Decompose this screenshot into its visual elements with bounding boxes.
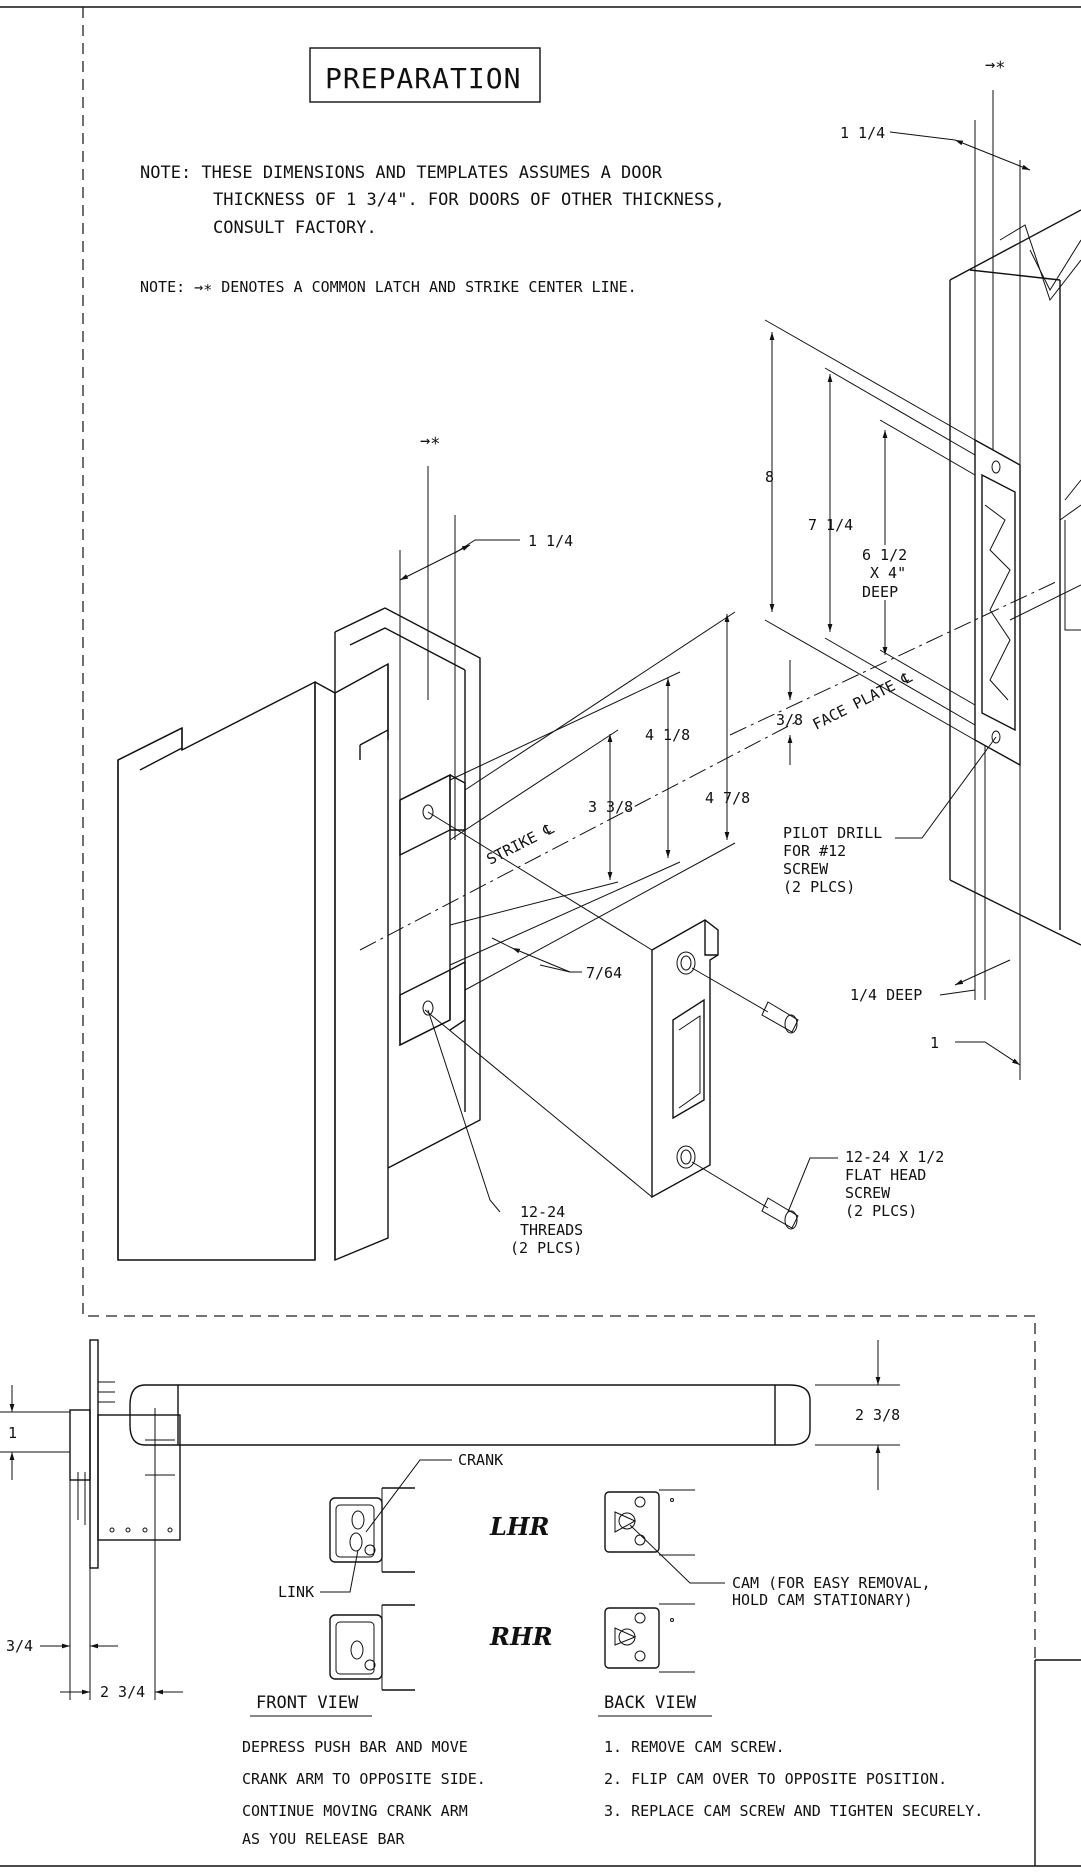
lhr-label: LHR	[489, 1512, 550, 1541]
pocket-label-1: 6 1/2	[862, 546, 907, 564]
door-deep-label: 1/4 DEEP	[850, 986, 922, 1004]
door-dim-3-8: 3/8	[776, 711, 803, 729]
pocket-label-3: DEEP	[862, 583, 898, 601]
back-instruction-3: 3. REPLACE CAM SCREW AND TIGHTEN SECUREL…	[604, 1802, 983, 1820]
back-instruction-2: 2. FLIP CAM OVER TO OPPOSITE POSITION.	[604, 1770, 947, 1788]
front-view-title: FRONT VIEW	[256, 1693, 359, 1713]
face-plate-centerline-label: FACE PLATE ℄	[810, 668, 916, 734]
note-1-line-3: CONSULT FACTORY.	[213, 218, 377, 238]
cam-label-1: CAM (FOR EASY REMOVAL,	[732, 1574, 931, 1592]
frame-dim-4-1-8: 4 1/8	[645, 726, 690, 744]
mounting-plate	[89, 1339, 99, 1569]
threads-label-1: 12-24	[520, 1203, 565, 1221]
preparation-title: PREPARATION	[325, 62, 521, 95]
device-dim-2-3-4: 2 3/4	[100, 1683, 145, 1701]
device-dim-3-4: 3/4	[6, 1637, 33, 1655]
front-view-rhr-icon	[329, 1604, 415, 1691]
door-dim-7-1-4: 7 1/4	[808, 516, 853, 534]
frame-dim-3-3-8: 3 3/8	[588, 798, 633, 816]
back-view-title: BACK VIEW	[604, 1693, 697, 1713]
pilot-label-3: SCREW	[783, 860, 829, 878]
note-1-line-2: THICKNESS OF 1 3/4". FOR DOORS OF OTHER …	[213, 190, 725, 210]
front-instruction-4: AS YOU RELEASE BAR	[242, 1830, 406, 1848]
strike-centerline-label: STRIKE ℄	[484, 819, 557, 868]
door-dim-1: 1	[930, 1034, 939, 1052]
centerline-symbol-frame: →∗	[420, 431, 440, 451]
screw-label-4: (2 PLCS)	[845, 1202, 917, 1220]
screw-icon-bottom	[691, 1161, 799, 1230]
back-view-cam-icon-bottom	[604, 1603, 695, 1673]
cam-label-2: HOLD CAM STATIONARY)	[732, 1591, 913, 1609]
exit-device-view: 2 3/8 1 3/4 2 3/4 CRANK LINK LHR	[0, 1339, 983, 1848]
threads-label-2: THREADS	[520, 1221, 583, 1239]
back-instruction-1: 1. REMOVE CAM SCREW.	[604, 1738, 785, 1756]
door-edge-view: →∗ 1 1/4 8 7 1/4	[729, 55, 1081, 1080]
device-dim-1: 1	[8, 1424, 17, 1442]
title-box	[309, 47, 541, 103]
threads-label-3: (2 PLCS)	[510, 1239, 582, 1257]
pocket-label-2: X 4"	[870, 564, 906, 582]
screw-icon-top	[691, 967, 799, 1034]
centerline-symbol-door: →∗	[985, 55, 1005, 75]
back-view-cam-icon-top	[604, 1489, 695, 1556]
crank-label: CRANK	[458, 1451, 503, 1469]
front-instruction-3: CONTINUE MOVING CRANK ARM	[242, 1802, 468, 1820]
pilot-label-1: PILOT DRILL	[783, 824, 882, 842]
front-instruction-1: DEPRESS PUSH BAR AND MOVE	[242, 1738, 468, 1756]
bar-dim-2-3-8: 2 3/8	[855, 1406, 900, 1424]
frame-dim-4-7-8: 4 7/8	[705, 789, 750, 807]
door-dim-8: 8	[765, 468, 774, 486]
pilot-label-2: FOR #12	[783, 842, 846, 860]
screw-label-3: SCREW	[845, 1184, 891, 1202]
strike-screw-hole-top	[676, 951, 696, 975]
front-view-lhr-icon	[329, 1487, 415, 1573]
preparation-header: PREPARATION NOTE: THESE DIMENSIONS AND T…	[140, 47, 725, 296]
link-label: LINK	[278, 1583, 314, 1601]
screw-label-1: 12-24 X 1/2	[845, 1148, 944, 1166]
frame-dim-7-64: 7/64	[586, 964, 622, 982]
push-bar	[129, 1384, 811, 1446]
screw-label-2: FLAT HEAD	[845, 1166, 926, 1184]
pilot-label-4: (2 PLCS)	[783, 878, 855, 896]
strike-screw-hole-bottom	[676, 1145, 696, 1169]
rhr-label: RHR	[489, 1622, 553, 1651]
note-2: NOTE: →∗ DENOTES A COMMON LATCH AND STRI…	[140, 278, 637, 296]
front-instruction-2: CRANK ARM TO OPPOSITE SIDE.	[242, 1770, 486, 1788]
door-dim-1-1-4: 1 1/4	[840, 124, 885, 142]
sheet-border	[0, 6, 1081, 1867]
note-1-line-1: NOTE: THESE DIMENSIONS AND TEMPLATES ASS…	[140, 163, 663, 183]
frame-dim-1-1-4: 1 1/4	[528, 532, 573, 550]
